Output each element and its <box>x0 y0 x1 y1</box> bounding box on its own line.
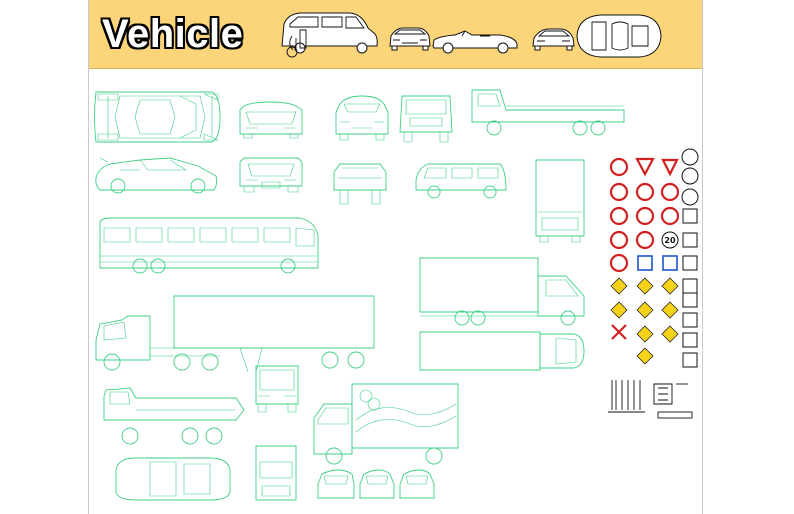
page-title: Vehicle <box>102 12 244 56</box>
first-aid-sign-icon <box>682 312 698 328</box>
lodging-sign-icon <box>682 332 698 348</box>
sedan-front-view <box>335 95 389 141</box>
telephone-sign-icon <box>682 292 698 308</box>
flatbed-truck-side-view <box>471 89 625 136</box>
no-right-turn-sign-icon <box>660 182 680 202</box>
warning-cross-sign-icon <box>661 325 679 343</box>
walking-2-sign-icon <box>682 278 698 294</box>
sheet-frame <box>88 0 703 514</box>
car-service-sign-icon <box>682 352 698 368</box>
svg-text:20: 20 <box>664 236 676 245</box>
warning-roundabout-sign-icon <box>610 277 628 295</box>
railroad-crossing-sign-icon <box>611 324 627 340</box>
no-entry-sign-icon <box>609 157 629 177</box>
pedestrian-zone-sign-icon <box>609 253 629 273</box>
warning-curve-sign-icon <box>661 277 679 295</box>
warning-children-sign-icon <box>636 347 654 365</box>
warning-signal-sign-icon <box>636 301 654 319</box>
keep-left-sign-icon <box>681 188 699 206</box>
wheelchair-van-icon <box>281 12 378 58</box>
yield-sign-icon <box>635 157 655 177</box>
pickup-rear-view <box>333 163 387 205</box>
sportscar-front-view <box>239 101 303 139</box>
box-truck-rear-view <box>535 159 585 243</box>
compact-cars-front-views <box>317 469 435 499</box>
classic-car-top-view <box>115 457 231 501</box>
warning-crossing-sign-icon <box>636 277 654 295</box>
minivan-side-view <box>415 163 507 199</box>
tow-truck-side-view <box>103 387 245 445</box>
warning-worker-sign-icon <box>636 325 654 343</box>
no-cycles-sign-icon <box>660 206 680 226</box>
semi-trailer-side-view <box>95 295 375 373</box>
sportscar-top-view <box>94 91 221 143</box>
cargo-truck-front-view <box>255 365 299 501</box>
jeep-front-view <box>399 95 453 143</box>
traffic-signs-panel: 20 <box>609 148 699 368</box>
roadster-top-icon <box>576 14 662 58</box>
sportscar-side-view <box>95 157 218 194</box>
sedan-front-icon <box>389 27 431 51</box>
walking-sign-icon <box>682 255 698 271</box>
bus-stop-sign-icon <box>637 255 653 271</box>
wheelchair-sign-icon <box>682 208 698 224</box>
coupe-front-icon <box>532 28 575 51</box>
no-pedestrian-crossing-sign-icon <box>609 230 629 250</box>
speed-limit-sign-icon: 20 <box>661 231 679 249</box>
coach-bus-side-view <box>99 217 319 274</box>
road-marking-details <box>608 380 693 419</box>
warning-deer-sign-icon <box>661 301 679 319</box>
delivery-truck-livery-view <box>313 383 459 465</box>
box-truck-top-view <box>419 331 585 371</box>
no-bicycles-sign-icon <box>635 230 655 250</box>
person-sign-icon <box>682 232 698 248</box>
parking-grid-sign-icon <box>662 255 678 271</box>
turn-right-sign-icon <box>681 167 699 185</box>
convertible-side-icon <box>432 30 518 54</box>
warning-narrow-sign-icon <box>610 301 628 319</box>
no-overtaking-sign-icon <box>609 182 629 202</box>
no-left-turn-sign-icon <box>635 182 655 202</box>
no-motorcycles-sign-icon <box>635 206 655 226</box>
priority-road-sign-icon <box>661 158 679 177</box>
box-truck-side-view <box>419 257 585 326</box>
no-pedestrians-sign-icon <box>681 148 699 166</box>
no-trucks-sign-icon <box>609 206 629 226</box>
sportscar-rear-view <box>239 157 303 193</box>
